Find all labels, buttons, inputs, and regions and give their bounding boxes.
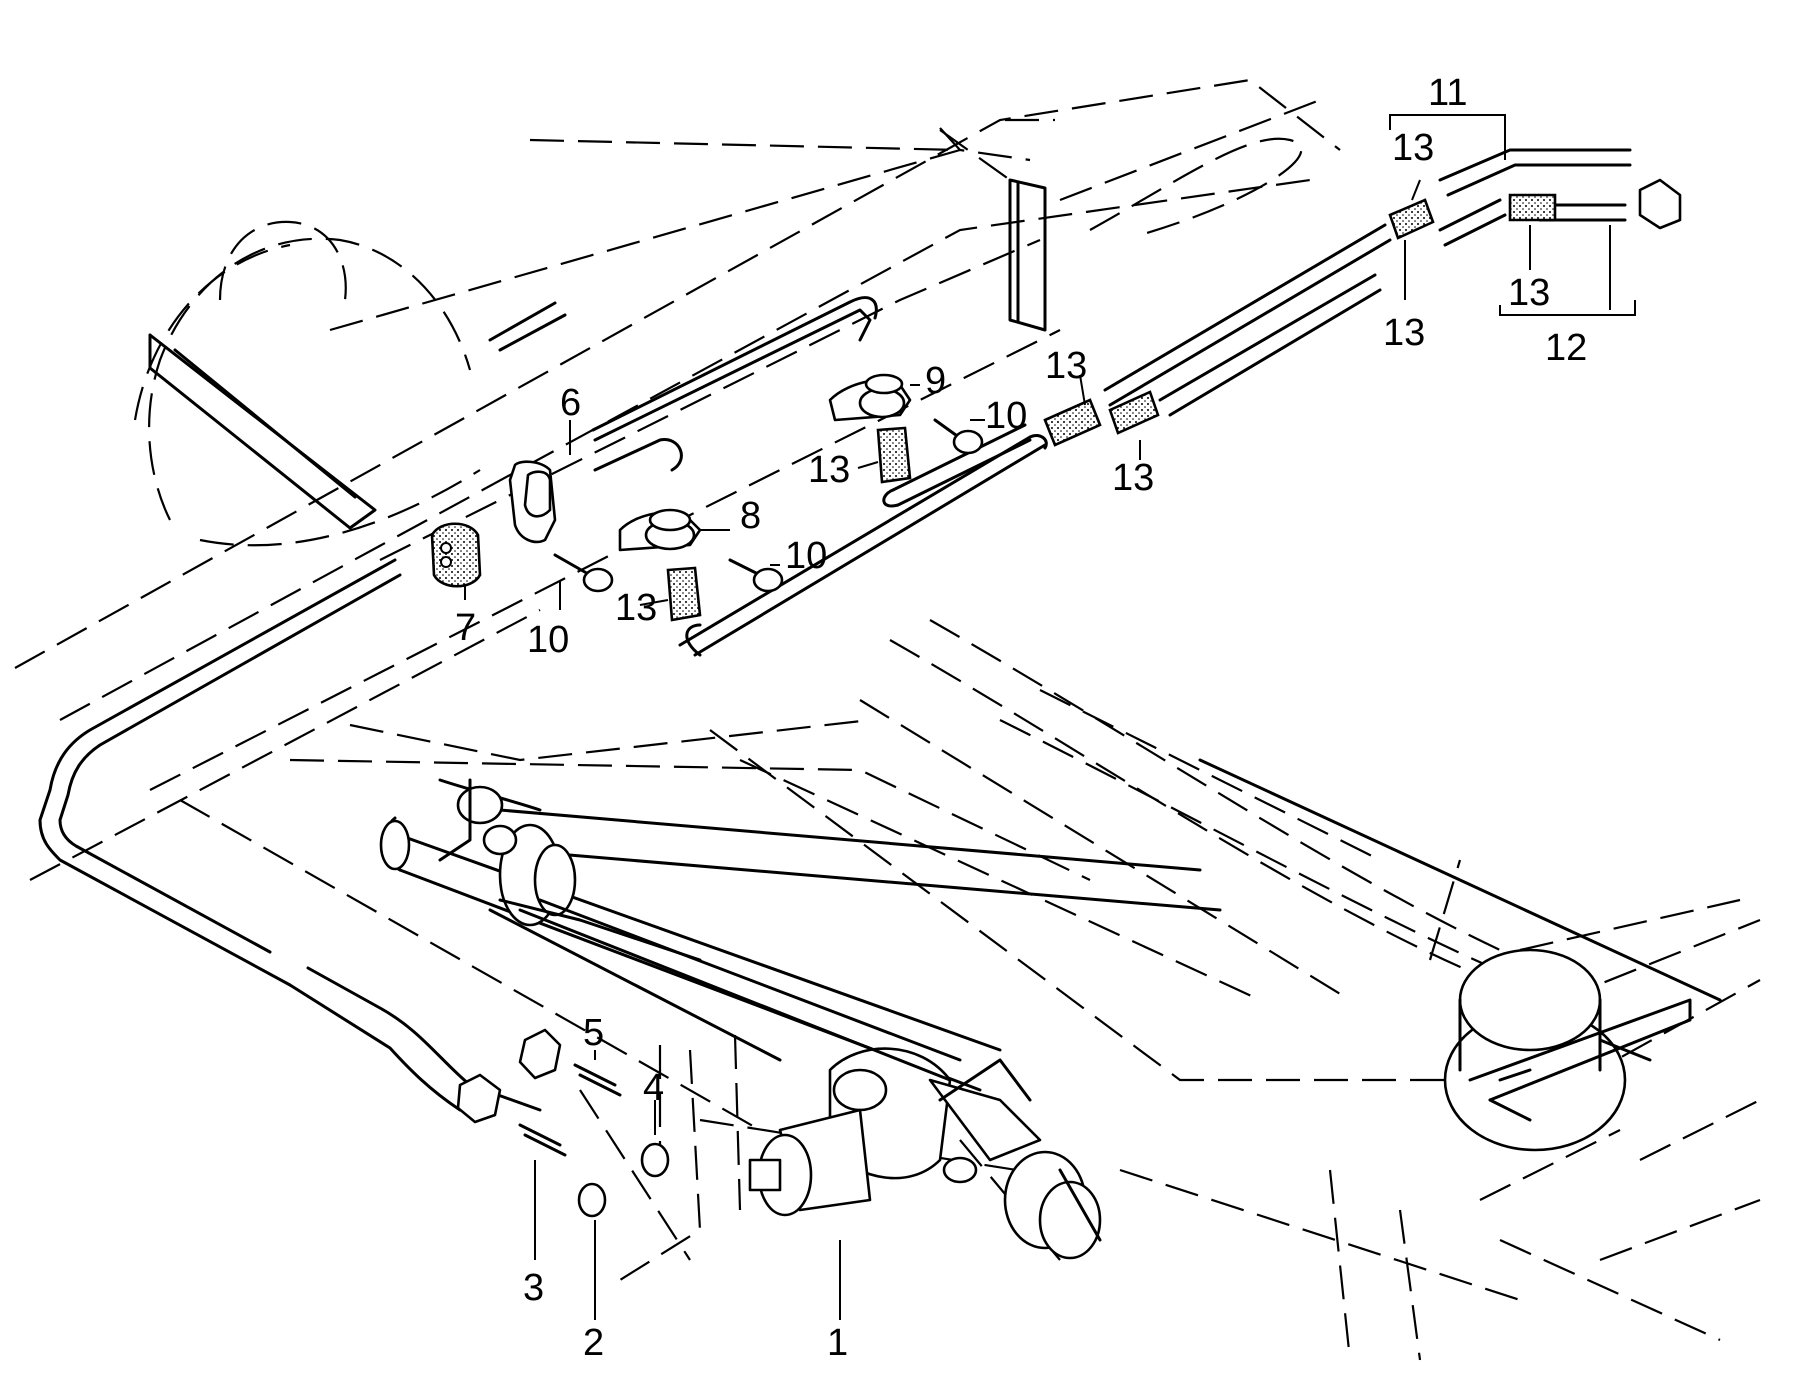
body-outline-dashed	[14, 78, 1761, 1361]
left-strut-tower	[148, 333, 377, 530]
callout-1: 1	[827, 1322, 848, 1364]
foam-sleeve-7	[430, 522, 482, 588]
mounting-bracket	[939, 129, 1047, 332]
union-nuts-12	[456, 178, 1682, 1124]
callout-numbers: 1 2 3 4 5 6 7 8 9 10 10 10 11 12 13 13 1…	[455, 72, 1587, 1364]
hydraulic-lines	[38, 148, 1722, 1112]
callout-13-e: 13	[1392, 127, 1434, 169]
screws-10	[553, 418, 984, 593]
callout-13-f: 13	[1383, 312, 1425, 354]
callout-13-d: 13	[1112, 457, 1154, 499]
callout-8: 8	[740, 495, 761, 537]
seal-rings-2-4	[577, 1142, 670, 1218]
steering-valve-body	[748, 1047, 1102, 1260]
callout-11: 11	[1428, 72, 1467, 114]
foam-sleeves-13	[666, 193, 1557, 622]
callout-7: 7	[455, 607, 476, 649]
callout-13-c: 13	[1045, 345, 1087, 387]
callout-4: 4	[643, 1067, 664, 1109]
callout-13-g: 13	[1508, 272, 1550, 314]
callout-10-c: 10	[527, 619, 569, 661]
callout-5: 5	[583, 1012, 604, 1054]
clamp-6	[508, 460, 557, 544]
right-tie-rod-boot	[1443, 948, 1692, 1152]
callout-10-b: 10	[785, 535, 827, 577]
callout-13-a: 13	[615, 587, 657, 629]
clamp-9	[828, 373, 912, 422]
callout-2: 2	[583, 1322, 604, 1364]
steering-rack	[379, 778, 1222, 1092]
callout-13-b: 13	[808, 449, 850, 491]
callout-12: 12	[1545, 327, 1587, 369]
callout-9: 9	[925, 360, 946, 402]
callout-6: 6	[560, 382, 581, 424]
clamp-8	[618, 508, 702, 552]
callout-10-a: 10	[985, 395, 1027, 437]
leader-lines	[464, 114, 1636, 1320]
banjo-bolts-3-5	[518, 1063, 622, 1157]
callout-3: 3	[523, 1267, 544, 1309]
